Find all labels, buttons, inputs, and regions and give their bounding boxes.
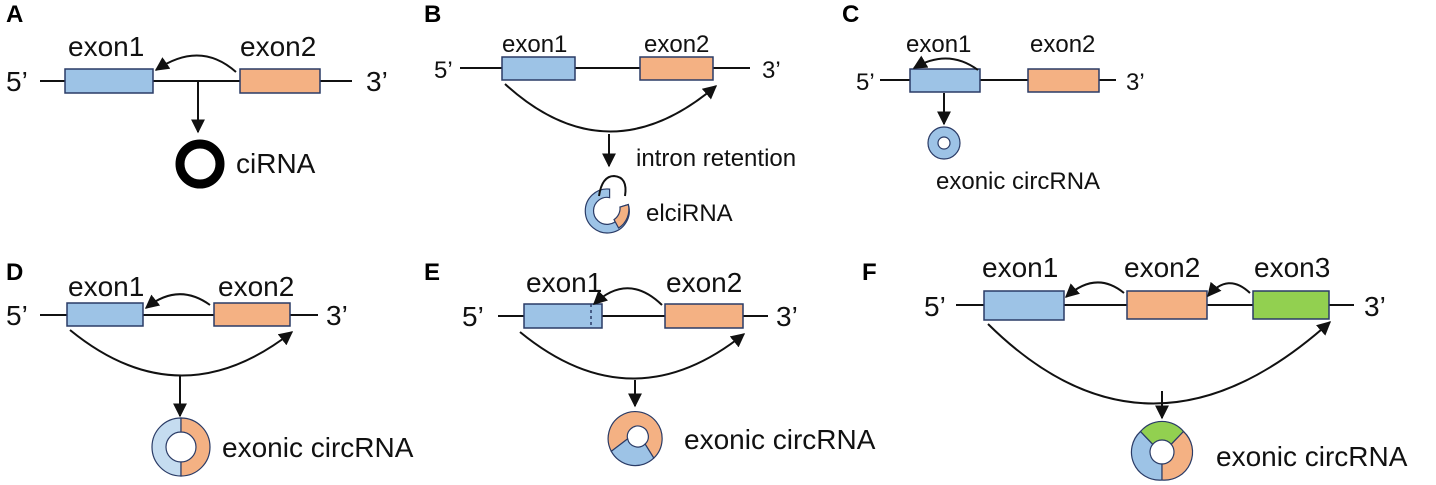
panel-a-splice-arrow [154,54,237,73]
panel-d-ring-right [180,417,211,477]
panel-e-exon1-box [523,303,603,329]
panel-e-backsplice-arrow [519,331,746,380]
panel-e-product-label: exonic circRNA [684,424,876,455]
panel-c-five-prime: 5’ [856,69,875,96]
panel-b-ring-orange [613,203,630,229]
panel-d-exon2-box [213,302,291,327]
panel-b-five-prime: 5’ [434,57,453,84]
panel-c-three-prime: 3’ [1126,69,1145,96]
panel-e-five-prime: 5’ [462,301,484,332]
panel-a-exon2-box [239,68,321,94]
panel-f-backsplice-arrow [987,321,1332,405]
panel-b-exon1-box [501,56,576,81]
panel-e-exon1-label: exon1 [526,267,602,298]
panel-f-product-label: exonic circRNA [1216,441,1408,472]
panel-c-product-label: exonic circRNA [936,168,1100,195]
panel-c-exon1-label: exon1 [906,31,971,58]
panel-b: B exon1 exon2 5’ 3’ intron retention elc… [424,1,796,234]
panel-f-exon3-box [1252,290,1330,320]
panel-e-splice-arrow [592,287,663,306]
panel-b-exon2-box [639,56,714,81]
panel-f-splice-arrow-2 [1207,281,1251,298]
panel-f-three-prime: 3’ [1364,291,1386,322]
panel-b-product-label: elciRNA [646,200,733,227]
panel-d-ring-left [151,417,182,477]
panel-b-exon1-label: exon1 [502,31,567,58]
panel-d-exon2-label: exon2 [218,271,294,302]
panel-c-ring-hole [937,136,951,150]
panel-f-letter: F [862,259,877,286]
panel-a-three-prime: 3’ [366,66,388,97]
panel-d-splice-arrow [144,293,211,309]
panel-f-ring-orange [1161,430,1194,481]
panel-f-exon2-label: exon2 [1124,252,1200,283]
panel-c-splice-arrow [912,55,979,71]
panel-f-five-prime: 5’ [924,291,946,322]
panel-d-letter: D [6,259,23,286]
panel-c: C exon1 exon2 5’ 3’ exonic circRNA [842,1,1145,195]
panel-b-three-prime: 3’ [762,57,781,84]
panel-c-exon2-label: exon2 [1030,31,1095,58]
panel-f-exon1-box [983,290,1065,321]
panel-d-five-prime: 5’ [6,300,28,331]
panel-c-letter: C [842,1,859,28]
panel-f-exon3-label: exon3 [1254,252,1330,283]
panel-e: E exon1 exon2 5’ 3’ exonic circRNA [424,259,876,467]
panel-d: D exon1 exon2 5’ 3’ exonic circRNA [6,259,414,477]
panel-c-exon2-box [1027,68,1100,93]
panel-e-three-prime: 3’ [776,301,798,332]
panel-f-ring-blue [1130,430,1163,481]
panel-b-letter: B [424,1,441,28]
panel-a-exon1-label: exon1 [68,31,144,62]
panel-e-ring-blue [610,437,655,467]
panel-f-exon2-box [1126,290,1208,320]
panel-b-exon2-label: exon2 [644,31,709,58]
panel-f-splice-arrow-1 [1064,281,1125,298]
panel-a-letter: A [6,1,23,28]
panel-c-exon1-box [909,68,981,93]
panel-e-exon2-box [664,303,744,329]
panel-a-product-label: ciRNA [236,148,316,179]
panel-d-exon1-box [66,302,144,327]
panel-f: F exon1 exon2 exon3 5’ 3’ exonic circRNA [862,252,1408,481]
panel-b-intron-loop [598,174,627,197]
panel-a: A exon1 exon2 5’ 3’ ciRNA [6,1,388,189]
panel-b-backsplice-arrow [504,83,718,133]
panel-e-letter: E [424,259,440,286]
panel-d-exon1-label: exon1 [68,271,144,302]
panel-a-cirna-ring [175,139,225,189]
panel-a-exon2-label: exon2 [240,31,316,62]
panel-a-exon1-box [64,68,154,94]
panel-f-exon1-label: exon1 [982,252,1058,283]
panel-e-exon2-label: exon2 [666,267,742,298]
panel-d-backsplice-arrow [69,329,294,377]
panel-b-note: intron retention [636,145,796,172]
panel-a-five-prime: 5’ [6,66,28,97]
panel-d-product-label: exonic circRNA [222,432,414,463]
panel-d-three-prime: 3’ [326,300,348,331]
panel-e-ring-orange [607,411,663,460]
